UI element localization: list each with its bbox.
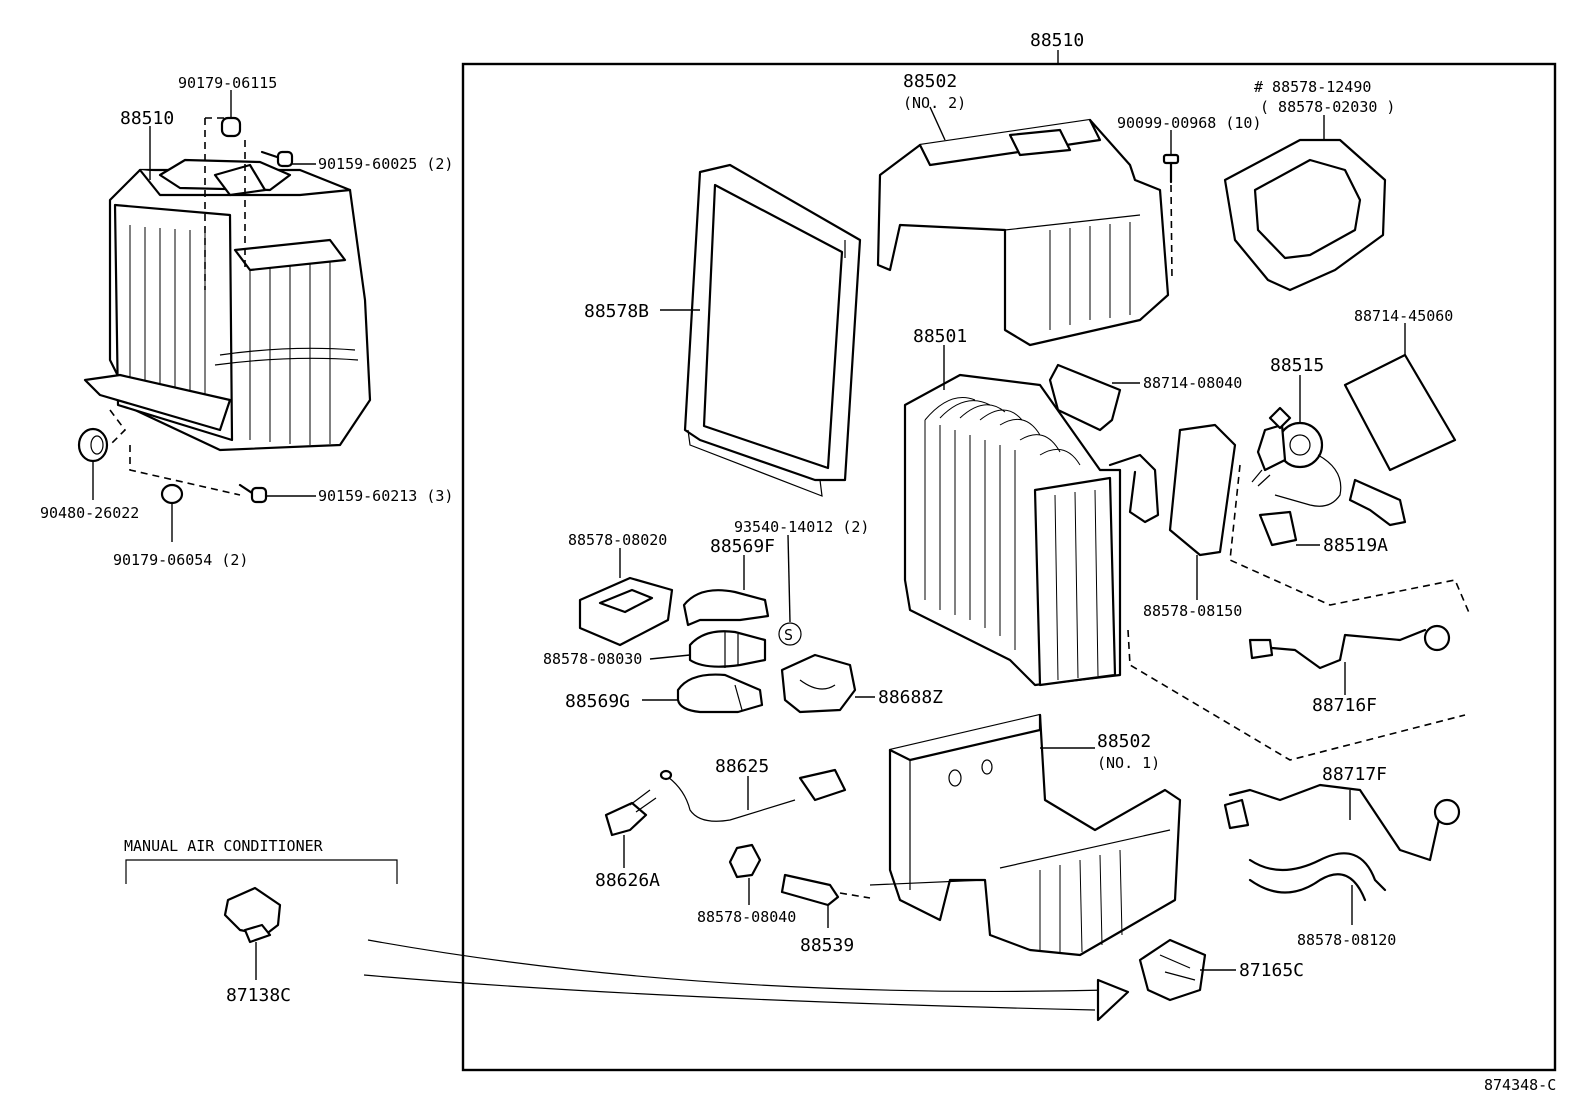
label-88578-02030[interactable]: ( 88578-02030 ) [1260, 98, 1395, 116]
label-90159-60213[interactable]: 90159-60213 (3) [318, 487, 453, 505]
label-manual-air-conditioner[interactable]: MANUAL AIR CONDITIONER [124, 837, 324, 855]
tube-88716f[interactable] [1248, 624, 1451, 670]
expansion-valve-88515[interactable] [1251, 406, 1342, 507]
relay-87138c[interactable] [223, 886, 282, 944]
label-90179-06115[interactable]: 90179-06115 [178, 74, 277, 92]
screw-90099-00968[interactable] [1162, 153, 1180, 184]
seal-88578-08150[interactable] [1168, 423, 1237, 557]
screw-90159-60213[interactable] [238, 483, 268, 504]
label-88510-top[interactable]: 88510 [1030, 30, 1084, 51]
label-88578-08040[interactable]: 88578-08040 [697, 908, 796, 926]
nut-88578-08040[interactable] [728, 843, 762, 879]
arrow-manual-ac-to-resistor [363, 939, 1130, 1022]
label-88502-no1[interactable]: 88502 [1097, 731, 1151, 752]
label-87138c[interactable]: 87138C [226, 985, 291, 1006]
bolt-90179-06115[interactable] [220, 116, 242, 138]
label-88578-08020[interactable]: 88578-08020 [568, 531, 667, 549]
tube-88717f[interactable] [1223, 783, 1461, 862]
plug-90179-06054[interactable] [160, 483, 184, 505]
label-88510-left[interactable]: 88510 [120, 108, 174, 129]
label-90179-06054[interactable]: 90179-06054 (2) [113, 551, 248, 569]
hose-88578-08120[interactable] [1248, 852, 1387, 902]
label-88519a[interactable]: 88519A [1323, 535, 1388, 556]
label-88717f[interactable]: 88717F [1322, 764, 1387, 785]
upper-case-88502-no2[interactable] [876, 118, 1170, 347]
seal-88578-08020[interactable] [578, 576, 674, 647]
thermistor-88625[interactable] [659, 768, 847, 822]
label-88714-08040[interactable]: 88714-08040 [1143, 374, 1242, 392]
label-88716f[interactable]: 88716F [1312, 695, 1377, 716]
clamp-88569f[interactable] [682, 589, 770, 627]
label-88515[interactable]: 88515 [1270, 355, 1324, 376]
clamp-88569g[interactable] [676, 673, 764, 714]
grommet-90480-26022[interactable] [77, 427, 109, 463]
label-88501[interactable]: 88501 [913, 326, 967, 347]
label-88502-no1-sub[interactable]: (NO. 1) [1097, 754, 1160, 772]
label-88569f[interactable]: 88569F [710, 536, 775, 557]
label-88578-08030[interactable]: 88578-08030 [543, 650, 642, 668]
unit-assembly-left[interactable] [83, 158, 372, 452]
label-88569g[interactable]: 88569G [565, 691, 630, 712]
screw-90159-60025[interactable] [260, 150, 294, 168]
label-93540-14012[interactable]: 93540-14012 (2) [734, 518, 869, 536]
pin-88539[interactable] [780, 873, 840, 907]
clamp-88578-08030[interactable] [688, 630, 767, 668]
svg-text:S: S [784, 626, 793, 644]
resistor-87165c[interactable] [1138, 938, 1207, 1002]
label-88502-no2-sub[interactable]: (NO. 2) [903, 94, 966, 112]
label-90480-26022[interactable]: 90480-26022 [40, 504, 139, 522]
cushion-88714-08040[interactable] [1048, 363, 1122, 432]
assembly-frame [461, 62, 1557, 1072]
evaporator-88501[interactable] [903, 373, 1160, 687]
lower-case-88502-no1[interactable] [869, 713, 1182, 957]
label-87165c[interactable]: 87165C [1239, 960, 1304, 981]
clamp-88519a[interactable] [1258, 478, 1407, 547]
bracket-88688z[interactable] [780, 653, 857, 714]
label-88578b[interactable]: 88578B [584, 301, 649, 322]
label-88578-08150[interactable]: 88578-08150 [1143, 602, 1242, 620]
standard-part-mark: S [778, 622, 802, 646]
diagram-id: 874348-C [1484, 1076, 1556, 1094]
connector-88626a[interactable] [604, 789, 657, 837]
packing-88578b[interactable] [683, 163, 862, 497]
label-88626a[interactable]: 88626A [595, 870, 660, 891]
seal-88578-12490[interactable] [1223, 138, 1387, 292]
label-88578-12490[interactable]: # 88578-12490 [1254, 78, 1371, 96]
label-90159-60025[interactable]: 90159-60025 (2) [318, 155, 453, 173]
label-88688z[interactable]: 88688Z [878, 687, 943, 708]
label-88539[interactable]: 88539 [800, 935, 854, 956]
label-90099-00968[interactable]: 90099-00968 (10) [1117, 114, 1262, 132]
sheet-88714-45060[interactable] [1343, 353, 1457, 472]
label-88502-no2[interactable]: 88502 [903, 71, 957, 92]
label-88714-45060[interactable]: 88714-45060 [1354, 307, 1453, 325]
label-88625[interactable]: 88625 [715, 756, 769, 777]
label-88578-08120[interactable]: 88578-08120 [1297, 931, 1396, 949]
